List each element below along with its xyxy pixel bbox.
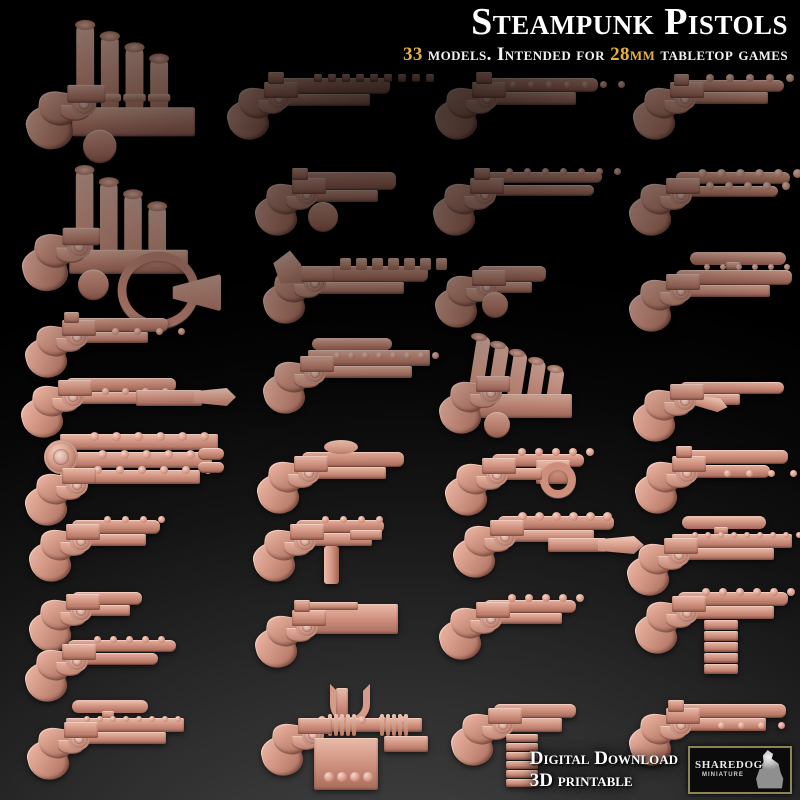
- download-label-line2: 3D printable: [529, 770, 633, 791]
- model-drum-feed-pistol: [252, 438, 410, 519]
- page-subtitle: 33 models. Intended for 28mm tabletop ga…: [403, 43, 788, 67]
- model-wide-block-pistol: [250, 600, 400, 673]
- subtitle-mid-text: models. Intended for: [422, 44, 611, 65]
- model-stick-mag-smg-pistol: [249, 516, 388, 587]
- brand-name: SHAREDOG: [695, 759, 763, 771]
- model-heavy-gatling-pistol: [14, 432, 224, 531]
- model-count-value: 33: [402, 44, 423, 65]
- brand-tagline: MINIATURE: [702, 772, 744, 778]
- model-double-tube-pistol: [628, 446, 797, 519]
- model-twin-rail-long-pistol: [428, 168, 621, 241]
- model-side-mag-pistol: [447, 698, 578, 790]
- model-stud-barrel-pistol: [435, 594, 584, 665]
- model-lever-hook-pistol: [626, 374, 790, 447]
- download-label: Digital Download 3D printable: [530, 748, 678, 792]
- model-drum-mag-machine-pistol: [631, 588, 795, 674]
- model-short-ribbed-carbine: [222, 72, 434, 145]
- model-scope-top-carbine: [258, 338, 439, 419]
- model-valve-block-pistol: [440, 448, 594, 521]
- model-drum-bulb-pistol: [251, 168, 402, 241]
- model-quad-barrel-horn-pistol: [12, 165, 245, 329]
- brand-logo-badge: SHAREDOG MINIATURE: [688, 746, 792, 794]
- model-twin-barrel-pistol: [21, 636, 180, 707]
- model-slab-barrel-pistol: [428, 72, 625, 145]
- footer-block: Digital Download 3D printable SHAREDOG M…: [530, 746, 792, 794]
- page-title: Steampunk Pistols: [471, 1, 788, 43]
- model-lattice-barrel-pistol: [624, 168, 800, 241]
- download-label-line1: Digital Download: [529, 748, 678, 769]
- subtitle-tail-text: tabletop games: [655, 44, 788, 65]
- model-plain-tube-pistol: [21, 312, 185, 383]
- model-stub-pistol: [25, 586, 146, 657]
- model-compact-shotgun-pistol: [25, 514, 166, 587]
- model-five-barrel-organ-pistol: [435, 330, 586, 439]
- model-bayonet-pistol: [16, 372, 236, 443]
- model-snub-grip-pistol: [431, 258, 552, 333]
- model-long-slab-pistol: [622, 700, 790, 771]
- header-block: Steampunk Pistols 33 models. Intended fo…: [403, 2, 788, 67]
- model-harpoon-frame-pistol: [257, 684, 428, 794]
- model-scope-rail-pistol: [23, 700, 188, 785]
- model-ribbed-bayonet-pistol: [448, 512, 644, 583]
- model-quad-barrel-organ-pistol: [18, 19, 211, 164]
- scale-value: 28mm: [610, 44, 656, 65]
- model-scoped-rail-pistol: [622, 252, 798, 337]
- model-stud-rail-pistol: [626, 72, 794, 145]
- model-vent-block-pistol: [256, 252, 447, 329]
- model-scoped-long-pistol: [622, 516, 800, 601]
